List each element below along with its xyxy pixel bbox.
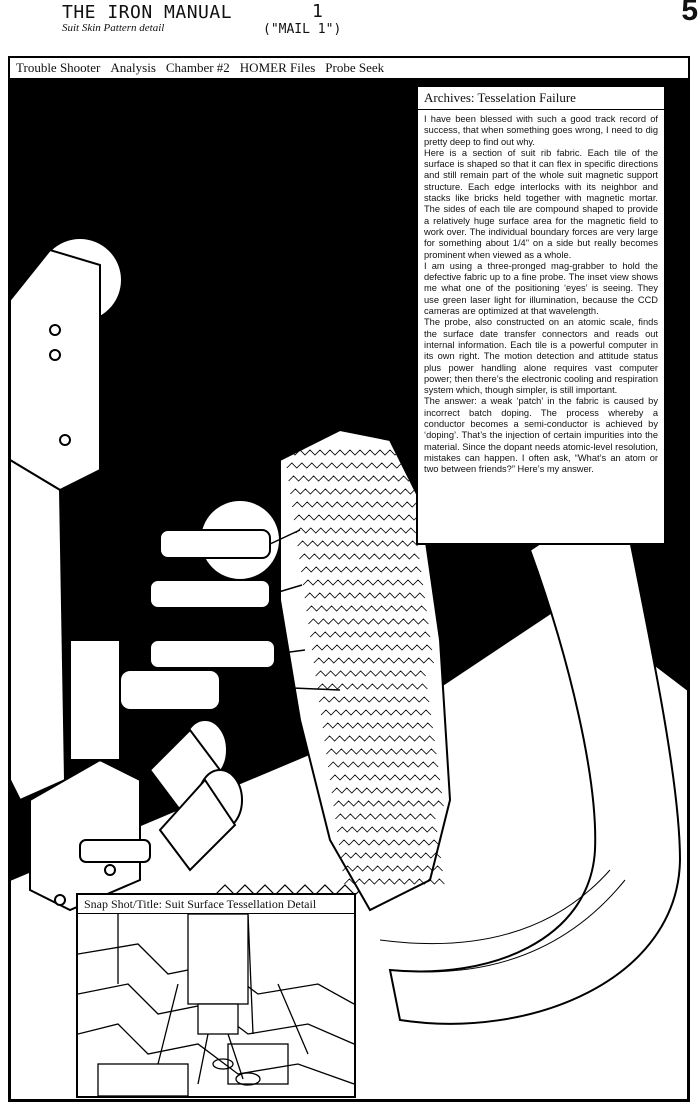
archive-panel: Archives: Tesselation Failure I have bee…	[416, 85, 666, 545]
archive-paragraph: The answer: a weak ‘patch’ in the fabric…	[424, 396, 658, 475]
snapshot-title: Snap Shot/Title: Suit Surface Tessellati…	[78, 895, 354, 914]
archive-paragraph: I am using a three-pronged mag-grabber t…	[424, 260, 658, 317]
handwritten-subtitle: Suit Skin Pattern detail	[62, 22, 165, 34]
menu-bar: Trouble Shooter Analysis Chamber #2 HOME…	[10, 58, 688, 80]
snapshot-image	[78, 914, 354, 1096]
snapshot-inset: Snap Shot/Title: Suit Surface Tessellati…	[76, 893, 356, 1098]
probe-grabber	[119, 499, 341, 711]
panel-frame: Trouble Shooter Analysis Chamber #2 HOME…	[8, 56, 690, 1102]
mechanical-arm	[10, 237, 141, 912]
fabric-tube	[388, 488, 682, 1025]
archive-paragraph: The probe, also constructed on an atomic…	[424, 317, 658, 396]
tessellated-fabric	[279, 428, 452, 912]
menu-item-probe-seek[interactable]: Probe Seek	[325, 60, 385, 75]
menu-item-trouble-shooter[interactable]: Trouble Shooter	[16, 60, 101, 75]
ribbed-band	[379, 869, 626, 973]
menu-item-chamber-2[interactable]: Chamber #2	[165, 60, 230, 75]
handwritten-title: THE IRON MANUAL	[62, 2, 233, 23]
archive-text: I have been blessed with such a good tra…	[418, 110, 664, 480]
handwritten-number: 1	[312, 1, 323, 22]
positioning-eyes	[79, 719, 243, 872]
archive-paragraph: I have been blessed with such a good tra…	[424, 114, 658, 147]
menu-item-homer-files[interactable]: HOMER Files	[239, 60, 316, 75]
archive-title: Archives: Tesselation Failure	[418, 87, 664, 110]
handwritten-mail-label: ("MAIL 1")	[263, 22, 342, 37]
archive-paragraph: Here is a section of suit rib fabric. Ea…	[424, 147, 658, 260]
menu-item-analysis[interactable]: Analysis	[110, 60, 156, 75]
page-number: 5	[681, 0, 698, 27]
